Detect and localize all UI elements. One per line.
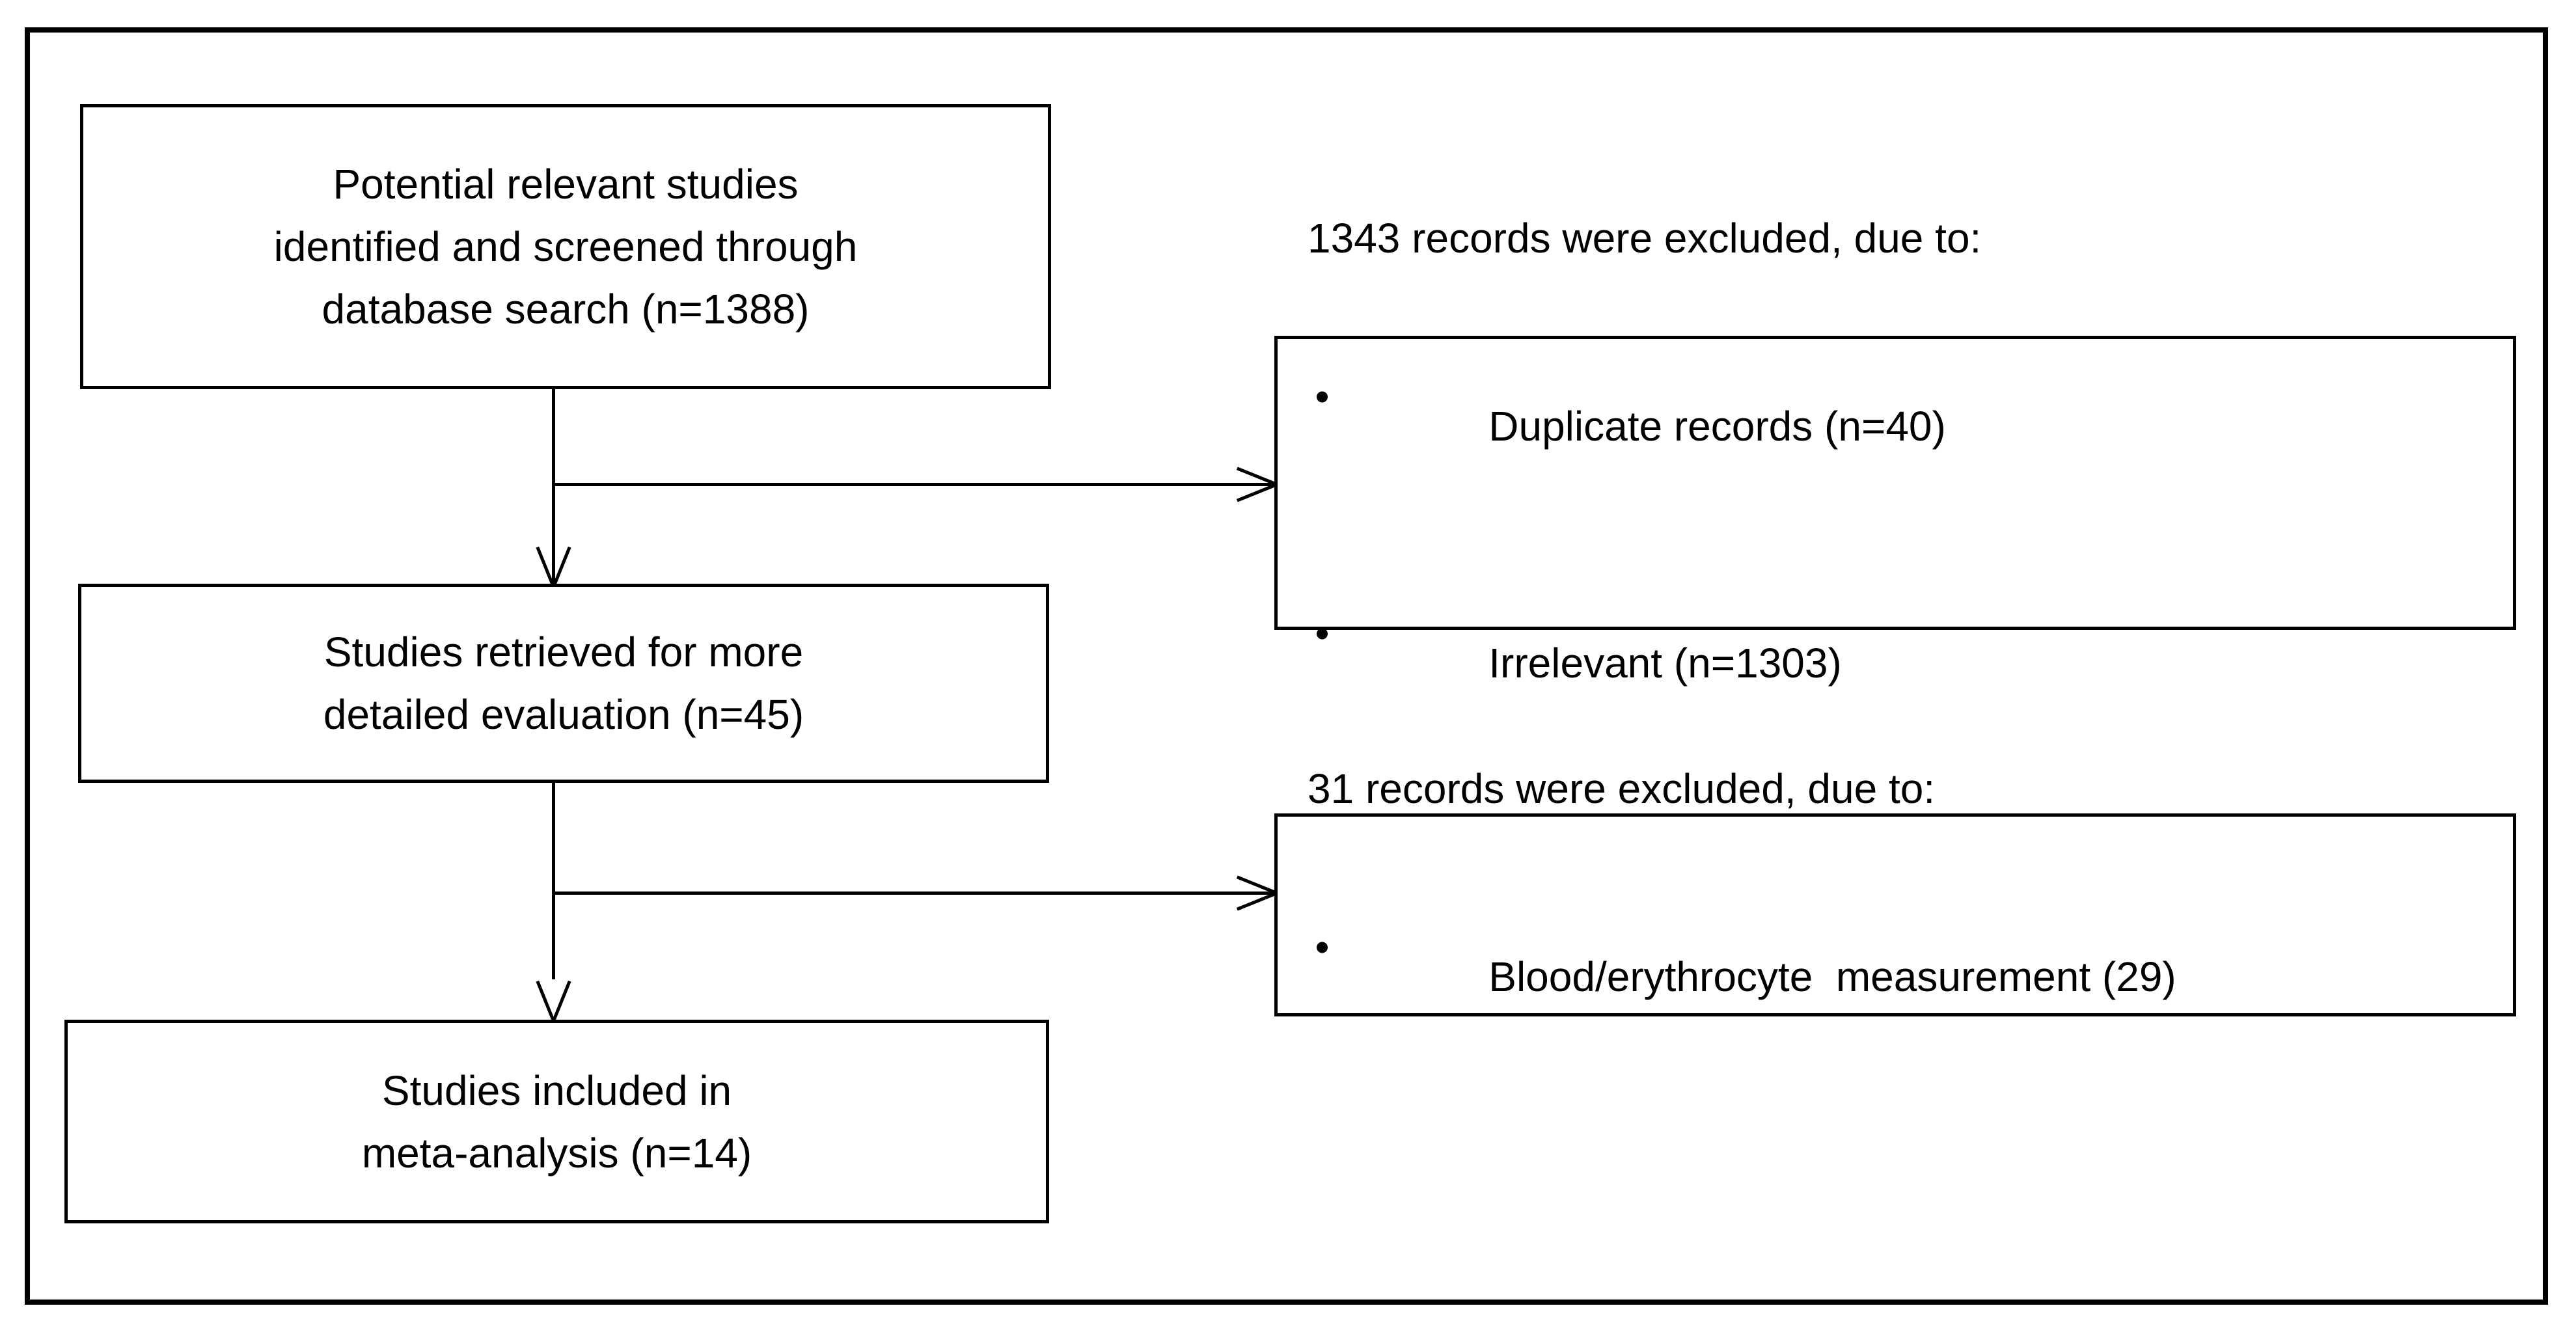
excluded-eligibility-heading: 31 records were excluded, due to: bbox=[1308, 765, 1936, 812]
arrow-down-icon-retrieved-to-included bbox=[530, 978, 578, 1018]
excluded-screening-reason-list: Duplicate records (n=40) Irrelevant (n=1… bbox=[1308, 279, 2500, 752]
connector-retrieved-to-exclusion-line bbox=[554, 892, 1275, 895]
box-identification-text: Potential relevant studies identified an… bbox=[273, 161, 858, 333]
bullet-icon bbox=[1317, 391, 1328, 403]
connector-retrieved-to-included-line bbox=[552, 783, 555, 979]
arrow-right-icon-to-first-exclusion bbox=[1234, 461, 1274, 509]
excluded-screening-reason-label: Irrelevant (n=1303) bbox=[1488, 639, 1842, 687]
box-identification: Potential relevant studies identified an… bbox=[80, 104, 1051, 389]
bullet-icon bbox=[1317, 628, 1328, 640]
box-included-text: Studies included in meta-analysis (n=14) bbox=[361, 1067, 752, 1177]
box-excluded-screening: 1343 records were excluded, due to: Dupl… bbox=[1274, 215, 2516, 687]
excluded-screening-reason-label: Duplicate records (n=40) bbox=[1488, 403, 1946, 450]
bullet-icon bbox=[1317, 942, 1328, 953]
list-item: Duplicate records (n=40) bbox=[1308, 279, 2500, 515]
connector-identification-to-exclusion-line bbox=[554, 483, 1275, 486]
list-item: Irrelevant (n=1303) bbox=[1308, 515, 2500, 752]
box-retrieved-text: Studies retrieved for more detailed eval… bbox=[323, 629, 804, 738]
list-item: Blood/erythrocyte measurement (29) bbox=[1308, 829, 2500, 1066]
excluded-screening-heading: 1343 records were excluded, due to: bbox=[1308, 214, 1982, 262]
box-retrieved: Studies retrieved for more detailed eval… bbox=[78, 584, 1049, 783]
excluded-eligibility-reason-list: Blood/erythrocyte measurement (29) bbox=[1308, 829, 2500, 1066]
arrow-right-icon-to-second-exclusion bbox=[1234, 869, 1274, 918]
box-included: Studies included in meta-analysis (n=14) bbox=[64, 1020, 1049, 1223]
connector-identification-to-retrieved-line bbox=[552, 389, 555, 584]
excluded-eligibility-reason-label: Blood/erythrocyte measurement (29) bbox=[1488, 953, 2176, 1000]
arrow-down-icon-identification-to-retrieved bbox=[530, 544, 578, 584]
box-excluded-eligibility: 31 records were excluded, due to: Blood/… bbox=[1274, 765, 2516, 1016]
